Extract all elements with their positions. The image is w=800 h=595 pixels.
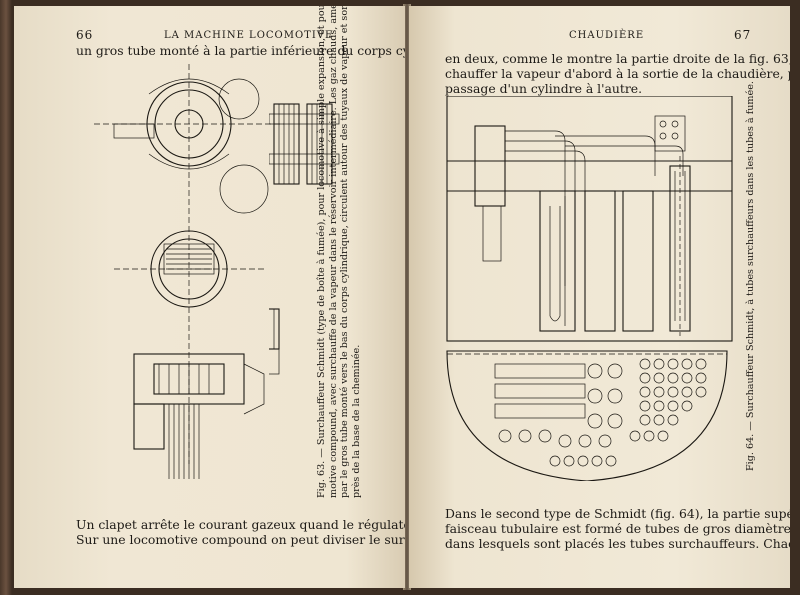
left-page: 66 LA MACHINE LOCOMOTIVE un gros tube mo… [14,6,405,588]
figure-63-caption-line-4: près de la base de la cheminée. [350,344,362,498]
right-page: CHAUDIÈRE 67 en deux, comme le montre la… [409,6,790,588]
left-running-head: LA MACHINE LOCOMOTIVE [164,30,334,41]
left-top-line: un gros tube monté à la partie inférieur… [76,43,405,58]
figure-63-caption-line-3: par le gros tube monté vers le bas du co… [339,6,350,498]
figure-63-caption-line-2: motive compound, avec surchauffe de la v… [327,6,339,498]
figure-63-drawing [94,64,284,479]
book-gutter [403,4,411,590]
right-bottom-line-1: Dans le second type de Schmidt (fig. 64)… [445,506,790,521]
left-bottom-line-2: Sur une locomotive compound on peut divi… [76,532,405,547]
right-bottom-line-3: dans lesquels sont placés les tubes surc… [445,536,790,551]
right-top-line-1: en deux, comme le montre la partie droit… [445,51,790,66]
right-top-line-2: chauffer la vapeur d'abord à la sortie d… [445,66,790,81]
right-top-line-3: passage d'un cylindre à l'autre. [445,81,643,96]
figure-64-drawing [446,96,733,481]
figure-63-side-details [269,103,340,375]
figure-64-caption: Fig. 64. — Surchauffeur Schmidt, à tubes… [745,81,756,471]
figure-63-caption-line-1: Fig. 63. — Surchauffeur Schmidt (type de… [316,6,327,498]
right-bottom-line-2: faisceau tubulaire est formé de tubes de… [445,521,790,536]
right-running-head: CHAUDIÈRE [569,30,645,41]
left-bottom-line-1: Un clapet arrête le courant gazeux quand… [76,517,405,532]
figure-63-caption: Fig. 63. — Surchauffeur Schmidt (type de… [316,6,362,498]
right-page-number: 67 [734,28,752,42]
left-page-number: 66 [76,28,94,42]
